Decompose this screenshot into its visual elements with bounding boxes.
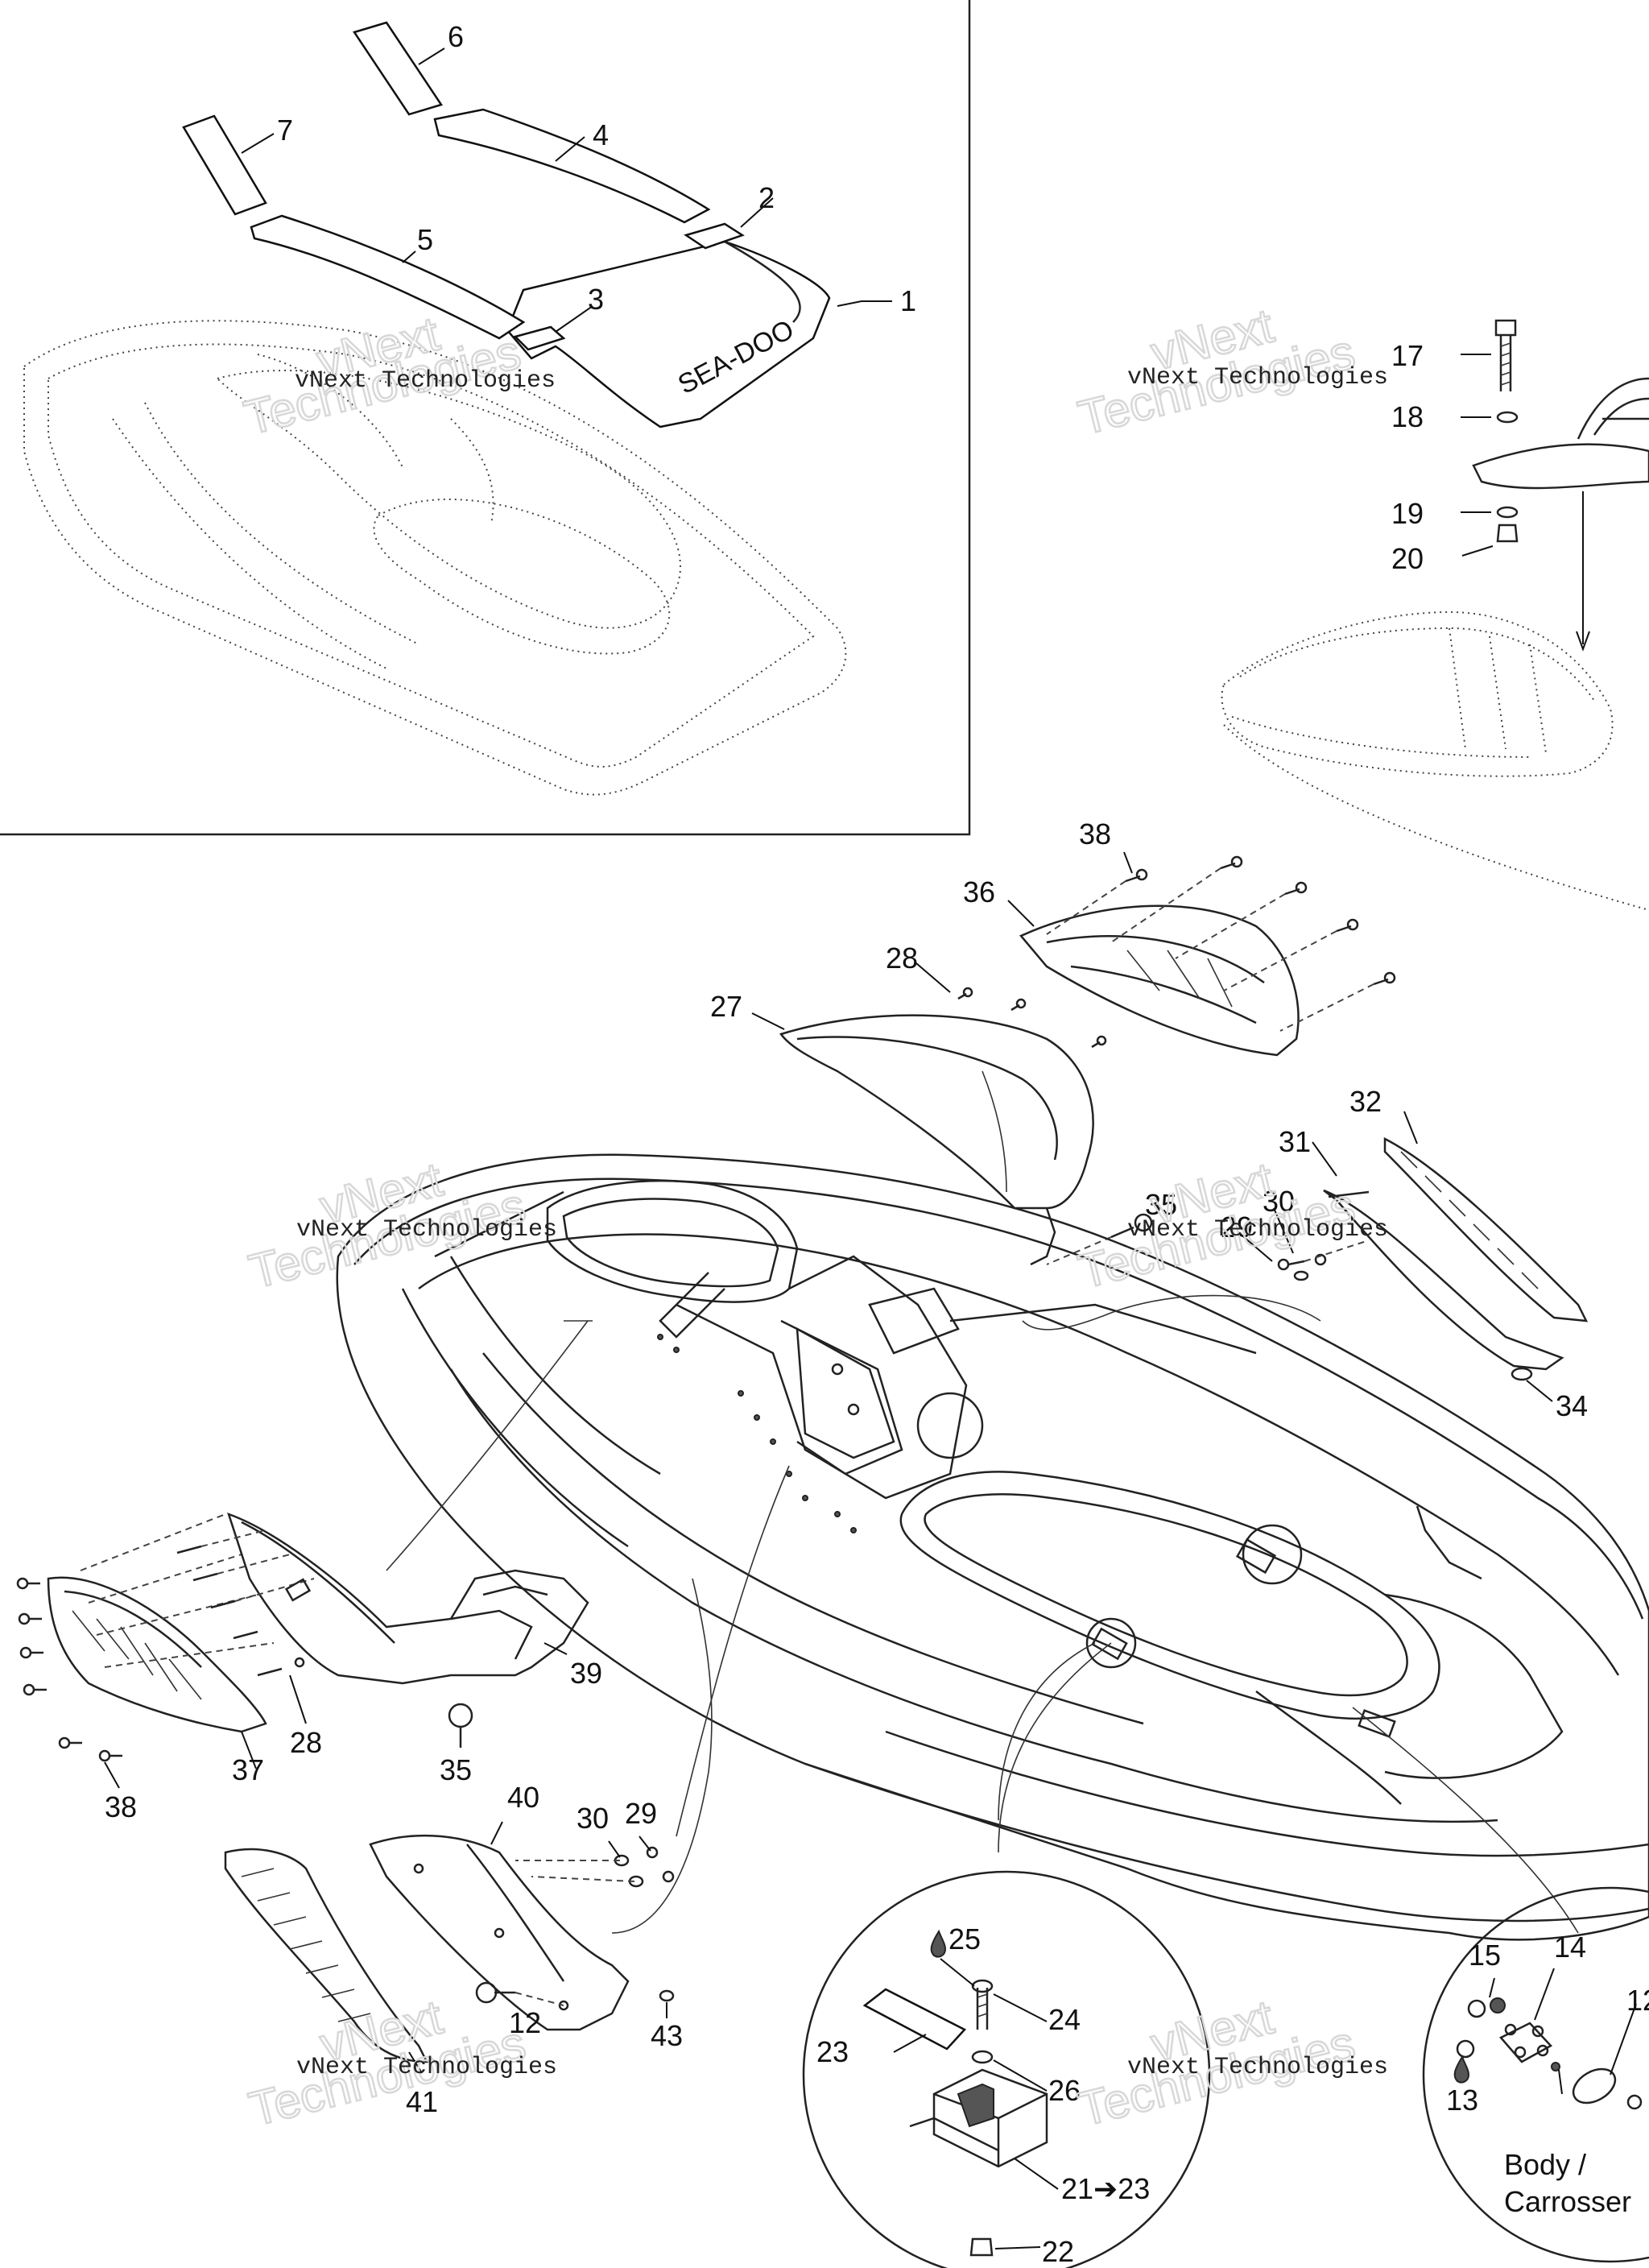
right-arrow-icon: ➔ [1093, 2172, 1118, 2205]
label-28-top: 28 [886, 942, 918, 975]
watermark-small-5: vNext Technologies [296, 2054, 557, 2081]
decal-6 [353, 21, 443, 116]
hull-holes [657, 1334, 857, 1533]
label-30-left: 30 [577, 1802, 609, 1835]
screws-38 [1046, 855, 1396, 1032]
label-14: 14 [1554, 1931, 1586, 1964]
detail-circle-bracket: 25 24 23 26 21➔23 22 [802, 1870, 1211, 2268]
label-35-left: 35 [440, 1753, 472, 1786]
side-vent-lower-41: 40 30 29 12 43 41 [224, 1578, 713, 2118]
decal-inset: SEA-DOO 1 2 3 4 5 6 7 [0, 0, 971, 836]
label-20: 20 [1391, 542, 1424, 575]
label-4: 4 [593, 118, 609, 151]
side-vent-left-37: 38 37 [16, 1513, 275, 1823]
watermark-small-2: vNext Technologies [1127, 364, 1388, 391]
label-3: 3 [588, 283, 604, 316]
label-26: 26 [1048, 2074, 1081, 2107]
decal-5 [250, 214, 526, 340]
label-27: 27 [710, 990, 742, 1023]
label-15: 15 [1469, 1939, 1501, 1972]
main-hull [336, 1153, 1649, 1941]
label-body-fr: Carrosser [1504, 2185, 1631, 2218]
label-6: 6 [448, 20, 464, 53]
label-28-left: 28 [290, 1726, 322, 1759]
label-21: 21➔23 [1061, 2172, 1150, 2205]
label-7: 7 [277, 114, 293, 147]
decal-7 [182, 114, 267, 216]
label-12: 12 [1626, 1984, 1649, 2017]
label-41: 41 [406, 2085, 438, 2118]
drop-icon [930, 1929, 947, 1958]
label-19: 19 [1391, 497, 1424, 530]
label-34: 34 [1556, 1389, 1588, 1422]
screws-38-left [16, 1577, 122, 1762]
rear-side-panel-27: 28 27 35 [710, 942, 1177, 1266]
decal-4 [433, 108, 711, 224]
label-1: 1 [900, 284, 916, 317]
watermarks: vNext Technologies vNext Technologies vN… [238, 297, 1388, 2138]
label-29-top: 29 [1221, 1211, 1253, 1244]
inset-craft-outline [23, 320, 847, 796]
label-30-top: 30 [1263, 1185, 1295, 1218]
label-17: 17 [1391, 339, 1424, 372]
label-38-left: 38 [105, 1790, 137, 1823]
label-43: 43 [651, 2019, 683, 2052]
label-body-en: Body / [1504, 2148, 1586, 2181]
label-38-top: 38 [1079, 817, 1111, 850]
label-35-top: 35 [1145, 1188, 1177, 1221]
label-22: 22 [1042, 2235, 1074, 2268]
decal-2 [684, 222, 745, 250]
rear-side-cover-36: 38 36 [963, 817, 1396, 1057]
label-42: 12 [509, 2006, 541, 2039]
decal-3 [513, 325, 566, 351]
label-40: 40 [507, 1781, 539, 1814]
pad-23 [862, 1988, 967, 2051]
label-23: 23 [816, 2035, 849, 2068]
label-2: 2 [758, 181, 775, 214]
detail-circle-plate: 15 14 12 13 Body / Carrosser [1422, 1886, 1649, 2263]
rear-grab-handle-group: 17 18 19 20 [1221, 319, 1649, 911]
label-39: 39 [570, 1657, 602, 1690]
label-36: 36 [963, 875, 995, 908]
side-vent-right: 32 31 30 29 34 [1221, 1085, 1589, 1422]
label-31: 31 [1279, 1125, 1311, 1158]
label-37: 37 [232, 1753, 264, 1786]
label-18: 18 [1391, 400, 1424, 433]
side-panel-39: 28 39 35 [176, 1512, 602, 1786]
label-32: 32 [1349, 1085, 1382, 1118]
label-29-left: 29 [625, 1797, 657, 1830]
label-5: 5 [417, 223, 433, 256]
label-25: 25 [948, 1922, 981, 1956]
watermark-small-6: vNext Technologies [1127, 2054, 1388, 2081]
drop-icon-13 [1453, 2055, 1470, 2084]
watermark-small-4: vNext Technologies [1127, 1216, 1388, 1244]
watermark-small-1: vNext Technologies [295, 367, 556, 395]
watermark-small-3: vNext Technologies [296, 1216, 557, 1244]
label-24: 24 [1048, 2003, 1081, 2036]
label-13: 13 [1446, 2084, 1478, 2117]
